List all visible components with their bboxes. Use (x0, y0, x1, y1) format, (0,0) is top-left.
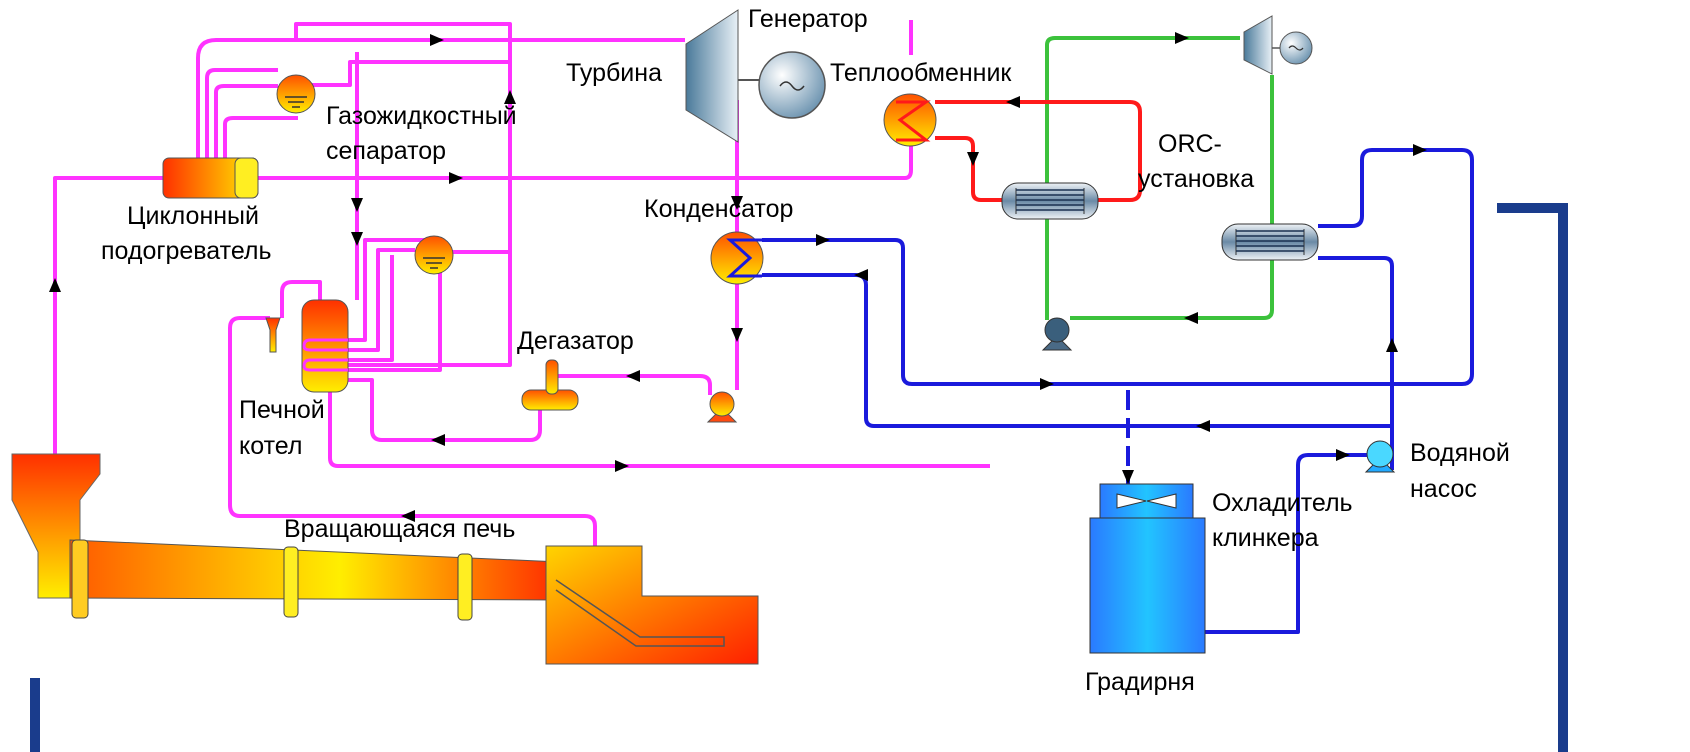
heat-exchanger-label: Теплообменник (830, 59, 1012, 87)
kiln-boiler (265, 299, 349, 393)
clinker-cooler-block (545, 545, 759, 665)
cyclone-label-line1: Циклонный (127, 202, 259, 230)
deaerator-label: Дегазатор (517, 327, 634, 355)
steam-lines (53, 20, 990, 548)
orc-turbine (1243, 15, 1313, 75)
water-pump-label-line1: Водяной (1410, 439, 1510, 467)
flow-arrows (49, 32, 1427, 522)
turbine-label: Турбина (566, 59, 662, 87)
kiln-boiler-label-line2: котел (239, 432, 302, 460)
feed-pump (706, 391, 738, 423)
generator-label: Генератор (748, 5, 868, 33)
rotary-kiln (11, 453, 561, 621)
orc-label-line2: установка (1138, 165, 1254, 193)
frame-accents (30, 203, 1568, 752)
separator-label-line2: сепаратор (326, 137, 446, 165)
cyclone-label-line2: подогреватель (101, 237, 272, 265)
clinker-cooler-label-line1: Охладитель (1212, 489, 1353, 517)
cooling-tower (1089, 483, 1206, 654)
separator-label-line1: Газожидкостный (326, 102, 517, 130)
orc-loop (1045, 36, 1274, 320)
water-pump (1364, 440, 1396, 473)
orc-shell-tube-exchanger (1001, 182, 1319, 261)
clinker-cooler-label-line2: клинкера (1212, 524, 1319, 552)
condenser (710, 231, 764, 285)
gas-liquid-separator (276, 74, 454, 275)
rotary-kiln-label: Вращающаяся печь (284, 515, 515, 543)
labels: Генератор Турбина Теплообменник Газожидк… (101, 5, 1510, 696)
cooling-tower-label: Градирня (1085, 668, 1195, 696)
condenser-label: Конденсатор (644, 195, 793, 223)
orc-pump (1041, 317, 1073, 351)
generator (758, 51, 826, 119)
deaerator (521, 359, 579, 411)
kiln-boiler-label-line1: Печной (239, 396, 325, 424)
turbine (685, 9, 760, 143)
cyclone-heater (162, 157, 259, 199)
water-pump-label-line2: насос (1410, 475, 1477, 503)
orc-hot-loop (935, 100, 1142, 202)
orc-label-line1: ORC- (1158, 130, 1222, 158)
heat-exchanger (883, 93, 937, 147)
